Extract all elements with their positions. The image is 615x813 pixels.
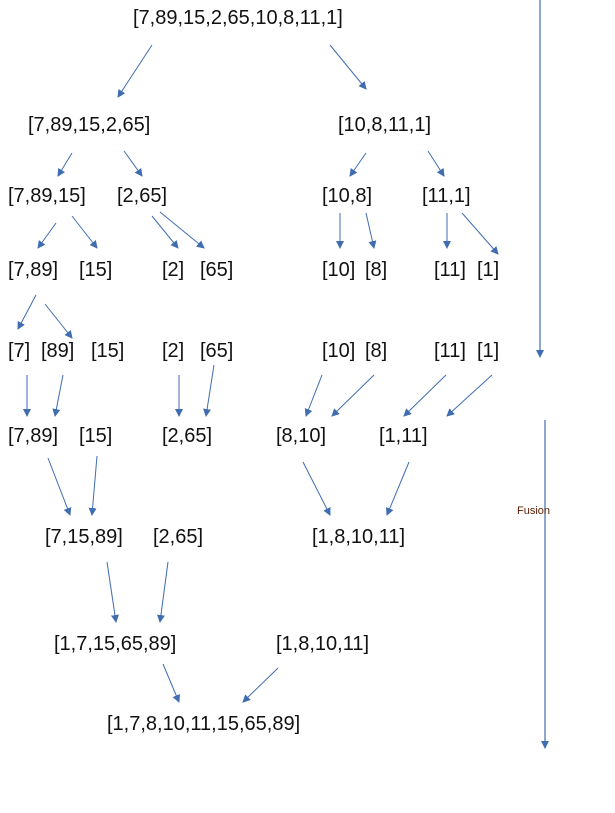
arrow [88, 455, 98, 516]
split-l3-node: [8] [365, 259, 388, 281]
split-l1-right: [10,8,11,1] [338, 114, 432, 136]
split-l4-node: [11] [434, 340, 466, 362]
merge-l1-node: [8,10] [276, 425, 327, 447]
arrow [44, 303, 73, 339]
split-l2-node: [11,1] [422, 185, 471, 207]
split-l2-node: [10,8] [322, 185, 373, 207]
merge-l1-node: [7,89] [8, 425, 59, 447]
arrow [331, 374, 375, 417]
arrow [47, 457, 72, 516]
split-l4-node: [1] [477, 340, 500, 362]
arrow [52, 374, 64, 417]
arrow [57, 152, 73, 177]
arrow [427, 150, 445, 177]
split-l3-node: [2] [162, 259, 185, 281]
split-l2-node: [7,89,15] [8, 185, 86, 207]
arrow [385, 461, 410, 516]
merge-l2-node: [7,15,89] [45, 526, 123, 548]
arrow [304, 374, 323, 417]
arrow [403, 374, 447, 417]
sorted-result: [1,7,8,10,11,15,65,89] [107, 713, 301, 735]
arrow [203, 364, 215, 417]
arrow [349, 152, 367, 177]
arrow [106, 561, 119, 623]
arrow [17, 294, 37, 330]
merge-l2-node: [2,65] [153, 526, 204, 548]
split-l4-node: [2] [162, 340, 185, 362]
arrow [242, 667, 279, 703]
split-l3-node: [7,89] [8, 259, 59, 281]
split-l3-node: [65] [200, 259, 234, 281]
split-l4-node: [10] [322, 340, 356, 362]
arrow [151, 215, 179, 249]
arrow [37, 222, 57, 249]
root-array: [7,89,15,2,65,10,8,11,1] [133, 7, 343, 29]
arrow [162, 663, 180, 703]
fusion-label: Fusion [517, 505, 551, 517]
merge-l3-node: [1,7,15,65,89] [54, 633, 177, 655]
arrow [461, 212, 499, 255]
arrow [302, 461, 331, 516]
split-l4-node: [15] [91, 340, 125, 362]
arrow [446, 374, 493, 417]
split-l2-node: [2,65] [117, 185, 168, 207]
split-l4-node: [8] [365, 340, 388, 362]
merge-l1-node: [15] [79, 425, 113, 447]
split-l1-left: [7,89,15,2,65] [28, 114, 151, 136]
arrow [117, 44, 153, 98]
split-l3-node: [15] [79, 259, 113, 281]
merge-l3-node: [1,8,10,11] [276, 633, 370, 655]
split-l3-node: [1] [477, 259, 500, 281]
split-l3-node: [10] [322, 259, 356, 281]
arrow [123, 150, 143, 177]
arrow [329, 44, 367, 90]
split-l4-node: [89] [41, 340, 75, 362]
merge-l1-node: [1,11] [379, 425, 428, 447]
split-l4-node: [7] [8, 340, 31, 362]
arrow [71, 215, 98, 249]
arrow [156, 561, 169, 623]
merge-l2-node: [1,8,10,11] [312, 526, 406, 548]
split-l3-node: [11] [434, 259, 466, 281]
arrow [365, 212, 377, 249]
split-l4-node: [65] [200, 340, 234, 362]
merge-l1-node: [2,65] [162, 425, 213, 447]
arrow [159, 211, 205, 249]
